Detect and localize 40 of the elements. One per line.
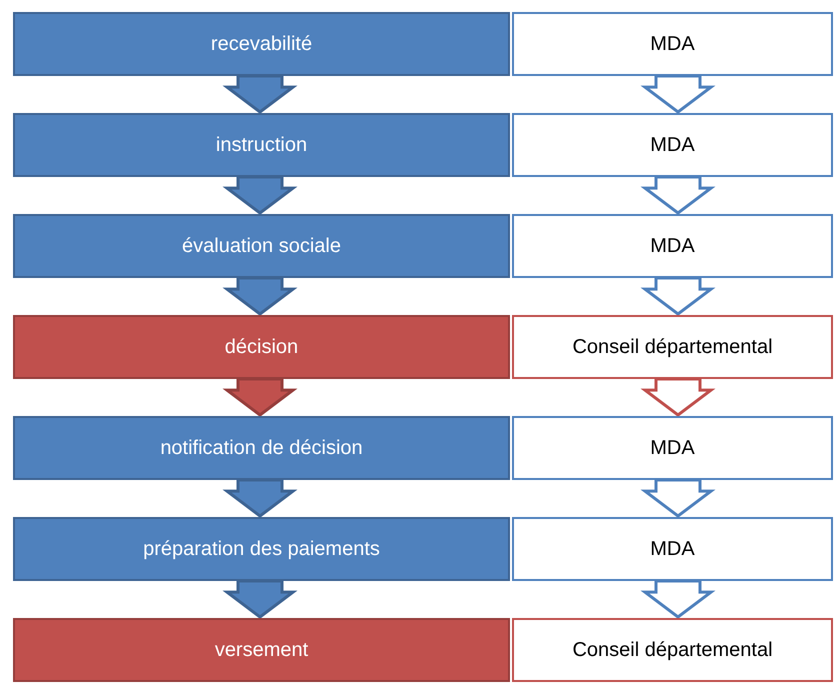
actor-box — [512, 12, 833, 76]
arrow — [222, 74, 298, 114]
step-box — [13, 416, 510, 480]
arrow — [222, 378, 298, 417]
actor-label: MDA — [650, 32, 695, 56]
actor-box — [512, 315, 833, 379]
actor-label: Conseil départemental — [572, 336, 773, 358]
step-label: notification de décision — [160, 436, 363, 460]
actor-box — [512, 214, 833, 278]
actor-box — [512, 517, 833, 581]
step-box — [13, 618, 510, 682]
step-box — [13, 12, 510, 76]
arrow — [640, 74, 716, 114]
arrow — [640, 176, 716, 215]
actor-label: MDA — [650, 234, 695, 258]
step-label: préparation des paiements — [143, 538, 380, 560]
arrow — [222, 580, 298, 619]
actor-label: MDA — [650, 134, 695, 156]
actor-label: MDA — [650, 436, 695, 460]
arrow — [640, 580, 716, 619]
step-label: instruction — [216, 134, 308, 156]
step-label: évaluation sociale — [182, 234, 341, 258]
step-box — [13, 113, 510, 177]
step-label: recevabilité — [210, 32, 312, 56]
step-box — [13, 517, 510, 581]
step-label: décision — [224, 336, 298, 358]
step-box — [13, 315, 510, 379]
actor-box — [512, 416, 833, 480]
arrow — [640, 378, 716, 417]
actor-box — [512, 618, 833, 682]
arrow — [222, 176, 298, 215]
actor-label: Conseil départemental — [572, 638, 773, 662]
step-label: versement — [214, 638, 308, 662]
arrow — [222, 478, 298, 518]
actor-box — [512, 113, 833, 177]
actor-label: MDA — [650, 538, 695, 560]
step-box — [13, 214, 510, 278]
arrow — [222, 276, 298, 316]
arrow — [640, 478, 716, 518]
arrow — [640, 276, 716, 316]
